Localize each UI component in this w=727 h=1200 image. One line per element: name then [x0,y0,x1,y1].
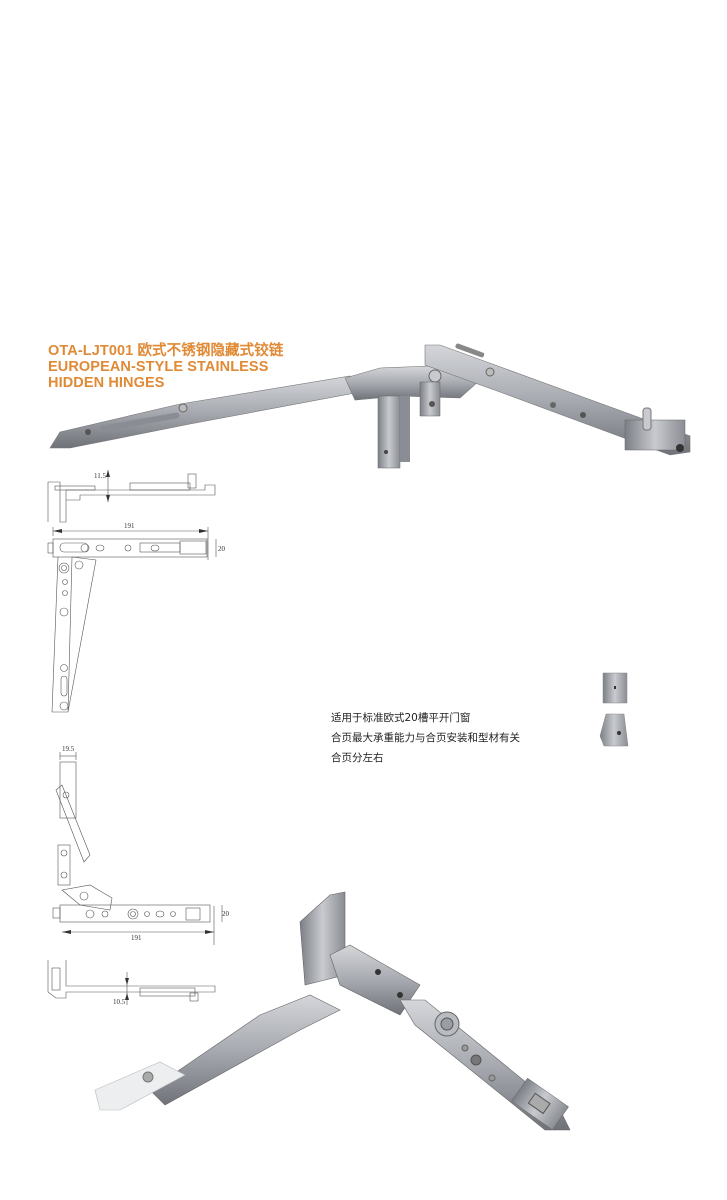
product-title: OTA-LJT001 欧式不锈钢隐藏式铰链 EUROPEAN-STYLE STA… [48,343,283,391]
dim-bottom-thickness: 10.5 [113,998,126,1006]
dim-bottom-length: 191 [131,934,142,942]
title-model-line: OTA-LJT001 欧式不锈钢隐藏式铰链 [48,343,284,359]
dim-top-width: 20 [218,545,226,553]
dim-top-height: 11.5 [94,472,106,480]
title-english-line2: HIDDEN HINGES [48,375,165,391]
dim-bottom-width: 19.5 [62,745,75,753]
note-line: 合页分左右 [331,752,384,764]
note-line: 合页最大承重能力与合页安装和型材有关 [331,732,520,744]
note-line: 适用于标准欧式20槽平开门窗 [331,712,471,724]
dim-bottom-height: 20 [222,910,230,918]
title-english-line1: EUROPEAN-STYLE STAINLESS [48,359,269,375]
dim-top-length: 191 [124,522,135,530]
product-notes: 适用于标准欧式20槽平开门窗 合页最大承重能力与合页安装和型材有关 合页分左右 [331,708,520,768]
